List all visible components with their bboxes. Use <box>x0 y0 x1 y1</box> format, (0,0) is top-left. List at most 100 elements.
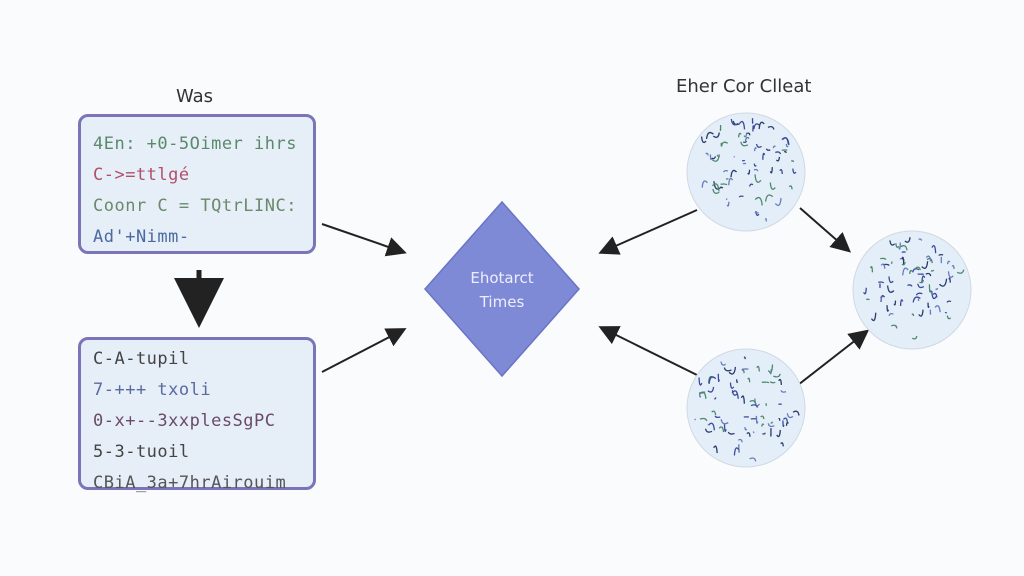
decision-diamond <box>423 200 581 378</box>
squiggle-mark <box>886 305 890 312</box>
squiggle-mark <box>880 263 886 269</box>
squiggle-mark <box>740 395 746 404</box>
squiggle-mark <box>775 151 782 155</box>
squiggle-mark <box>948 277 951 283</box>
code-line: Ad'+Nimm- <box>93 227 190 247</box>
squiggle-mark <box>780 442 784 447</box>
squiggle-mark <box>713 181 722 190</box>
squiggle-mark <box>878 281 885 284</box>
squiggle-mark <box>773 373 781 378</box>
squiggle-mark <box>713 397 717 400</box>
squiggle-mark <box>925 272 932 277</box>
squiggle-mark <box>742 162 747 165</box>
squiggle-mark <box>758 121 765 130</box>
arrow-bottom-box-to-diamond <box>321 328 407 373</box>
squiggle-mark <box>736 379 739 384</box>
left-title: Was <box>176 86 214 107</box>
squiggle-mark <box>901 251 906 253</box>
squiggle-mark <box>708 422 716 431</box>
squiggle-mark <box>790 160 795 163</box>
squiggle-mark <box>694 418 697 421</box>
squiggle-mark <box>711 410 717 416</box>
squiggle-mark <box>750 404 759 408</box>
squiggle-mark <box>921 261 929 269</box>
squiggle-mark <box>754 211 759 214</box>
arrow-circle-top-to-right <box>799 207 852 253</box>
squiggle-mark <box>769 182 776 190</box>
squiggle-mark <box>918 309 924 317</box>
bottom-code-box: C-A-tupil 7-+++ txoli 0-x+--3xxplesSgPC … <box>78 337 316 493</box>
squiggle-mark <box>746 432 751 437</box>
squiggle-mark <box>785 421 789 426</box>
squiggle-mark <box>728 366 737 375</box>
squiggle-mark <box>764 194 774 202</box>
squiggle-mark <box>753 168 759 172</box>
squiggle-mark <box>935 287 939 290</box>
squiggle-mark <box>899 299 904 307</box>
squiggle-mark <box>946 260 951 265</box>
squiggle-mark <box>701 180 708 188</box>
squiggle-mark <box>785 143 789 148</box>
squiggle-mark <box>741 369 745 374</box>
squiggle-mark <box>911 313 915 317</box>
diamond-label-line2: Times <box>479 293 525 311</box>
squiggle-mark <box>893 300 897 306</box>
squiggle-mark <box>762 432 766 435</box>
squiggle-mark <box>708 376 717 384</box>
squiggle-mark <box>912 268 920 273</box>
squiggle-mark <box>733 447 740 456</box>
squiggle-mark <box>792 410 800 416</box>
squiggle-mark <box>891 324 898 328</box>
squiggle-mark <box>728 177 734 186</box>
squiggle-mark <box>902 267 909 276</box>
squiggle-mark <box>753 163 757 167</box>
squiggle-mark <box>772 145 776 149</box>
squiggle-mark <box>747 169 751 175</box>
code-line: C-A-tupil <box>93 349 190 369</box>
squiggle-mark <box>744 136 750 142</box>
squiggle-mark <box>863 287 867 295</box>
code-line: C->=ttlgé <box>93 165 190 185</box>
squiggle-mark <box>901 261 906 266</box>
squiggle-mark <box>774 197 782 207</box>
squiggle-mark <box>726 201 730 207</box>
squiggle-mark <box>717 373 720 382</box>
squiggle-mark <box>739 120 746 130</box>
squiggle-mark <box>723 367 732 372</box>
squiggle-mark <box>928 284 932 293</box>
diamond-label-line1: Ehotarct <box>470 269 534 287</box>
squiggle-mark <box>925 255 932 262</box>
squiggle-mark <box>754 196 763 206</box>
squiggle-mark <box>915 292 923 296</box>
squiggle-mark <box>760 415 765 420</box>
squiggle-mark <box>709 154 713 161</box>
squiggle-mark <box>740 141 749 147</box>
circle-top <box>686 112 806 232</box>
squiggle-mark <box>880 257 887 260</box>
squiggle-mark <box>761 423 765 427</box>
squiggle-mark <box>781 137 790 146</box>
squiggle-mark <box>731 390 738 396</box>
code-line: 4En: +0-5Oimer ihrs <box>93 134 297 154</box>
squiggle-mark <box>919 279 924 284</box>
squiggle-mark <box>904 237 911 243</box>
squiggle-mark <box>737 132 742 138</box>
squiggle-mark <box>711 154 720 162</box>
squiggle-mark <box>754 174 762 183</box>
squiggle-mark <box>767 126 775 130</box>
squiggle-mark <box>700 136 707 144</box>
squiggle-mark <box>880 296 882 302</box>
squiggle-mark <box>738 195 744 198</box>
squiggle-mark <box>698 377 703 386</box>
squiggle-mark <box>956 269 965 274</box>
squiggle-mark <box>888 313 894 317</box>
squiggle-mark <box>869 266 874 273</box>
squiggle-mark <box>764 218 767 222</box>
squiggle-mark <box>776 429 781 438</box>
squiggle-mark <box>769 167 773 174</box>
squiggle-mark <box>711 156 717 160</box>
squiggle-mark <box>737 438 743 443</box>
squiggle-mark <box>765 148 771 151</box>
squiggle-mark <box>927 302 930 309</box>
code-line: 7-+++ txoli <box>93 380 212 400</box>
